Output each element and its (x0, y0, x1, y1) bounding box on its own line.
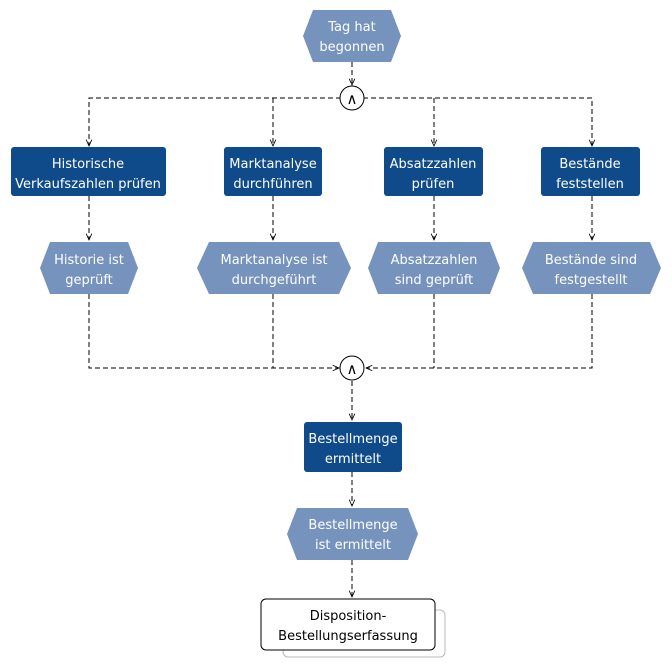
final-function-line1: Bestellmenge (308, 432, 397, 447)
event-bestaende-festgestellt[interactable]: Bestände sind festgestellt (522, 242, 661, 294)
event-absatzzahlen-geprueft[interactable]: Absatzzahlen sind geprüft (368, 242, 500, 294)
event-4-line1: Bestände sind (545, 253, 637, 268)
function-2-line2: durchführen (233, 177, 312, 192)
event-1-line2: geprüft (65, 273, 113, 288)
function-1-line1: Historische (52, 157, 124, 172)
and-split-symbol: ∧ (347, 90, 358, 108)
and-join-connector[interactable]: ∧ (339, 355, 365, 381)
event-bestellmenge-ist-ermittelt[interactable]: Bestellmenge ist ermittelt (287, 508, 418, 560)
connection-lines (89, 62, 592, 597)
start-event-line1: Tag hat (327, 20, 375, 35)
interface-line1: Disposition- (310, 609, 387, 624)
final-function-line2: ermittelt (325, 452, 381, 467)
flow-split-right (363, 97, 592, 146)
event-4-line2: festgestellt (555, 273, 628, 288)
flow-split-left (89, 97, 341, 146)
start-event[interactable]: Tag hat begonnen (303, 10, 401, 62)
event-2-line1: Marktanalyse ist (220, 253, 327, 268)
function-4-line1: Bestände (559, 157, 620, 172)
and-split-connector[interactable]: ∧ (339, 85, 365, 111)
flow-event-4-to-join (366, 294, 593, 368)
function-bestaende[interactable]: Bestände feststellen (541, 147, 640, 196)
event-historie-geprueft[interactable]: Historie ist geprüft (40, 242, 138, 294)
function-absatzzahlen[interactable]: Absatzzahlen prüfen (384, 147, 483, 196)
event-3-line1: Absatzzahlen (391, 253, 478, 268)
interface-line2: Bestellungserfassung (278, 629, 418, 644)
function-bestellmenge-ermittelt[interactable]: Bestellmenge ermittelt (304, 422, 402, 472)
event-3-line2: sind geprüft (395, 273, 474, 288)
event-1-line1: Historie ist (54, 253, 124, 268)
final-event-line1: Bestellmenge (308, 518, 397, 533)
function-marktanalyse[interactable]: Marktanalyse durchführen (224, 147, 322, 196)
flow-event-1-to-join (88, 294, 339, 368)
function-4-line2: feststellen (556, 177, 624, 192)
start-event-line2: begonnen (319, 40, 384, 55)
event-2-line2: durchgeführt (232, 273, 317, 288)
function-3-line2: prüfen (412, 177, 455, 192)
final-event-line2: ist ermittelt (315, 538, 391, 553)
function-historische-verkaufszahlen[interactable]: Historische Verkaufszahlen prüfen (11, 147, 166, 196)
function-2-line1: Marktanalyse (229, 157, 316, 172)
and-join-symbol: ∧ (347, 360, 358, 378)
function-3-line1: Absatzzahlen (390, 157, 477, 172)
function-1-line2: Verkaufszahlen prüfen (15, 177, 161, 192)
process-interface-disposition[interactable]: Disposition- Bestellungserfassung (260, 598, 446, 658)
event-marktanalyse-durchgefuehrt[interactable]: Marktanalyse ist durchgeführt (197, 242, 351, 294)
